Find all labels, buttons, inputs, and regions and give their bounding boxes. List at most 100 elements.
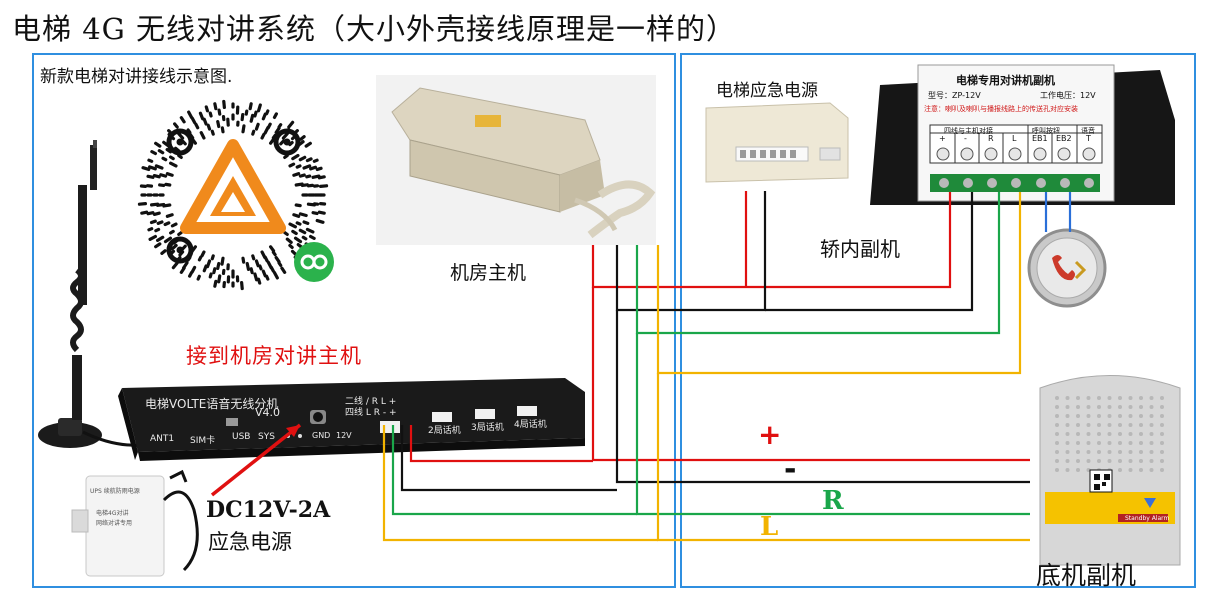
speaker-hole: [1076, 396, 1080, 400]
qr-module: [309, 234, 316, 240]
speaker-hole: [1160, 441, 1164, 445]
qr-module: [299, 135, 306, 141]
speaker-hole: [1055, 423, 1059, 427]
port-gnd: GND: [312, 431, 331, 440]
machine-room-handset: [376, 75, 656, 245]
qr-module: [295, 164, 302, 169]
qr-module: [205, 259, 212, 269]
qr-module: [240, 280, 244, 291]
qr-module: [305, 157, 313, 163]
ups-power-adapter: [71, 469, 199, 577]
qr-module: [167, 129, 173, 135]
qr-module: [170, 222, 178, 228]
qr-module: [165, 213, 174, 218]
speaker-hole: [1097, 405, 1101, 409]
speaker-hole: [1065, 450, 1070, 454]
speaker-hole: [1065, 414, 1070, 418]
qr-module: [277, 261, 283, 267]
speaker-hole: [1086, 459, 1091, 463]
speaker-hole: [1128, 432, 1133, 436]
qr-module: [263, 255, 269, 263]
speaker-hole: [1086, 405, 1091, 409]
qr-module: [281, 132, 289, 140]
qr-module: [147, 158, 154, 163]
car-unit-title: 电梯专用对讲机副机: [956, 74, 1055, 87]
speaker-hole: [1065, 423, 1070, 427]
port-ant1: ANT1: [150, 434, 175, 444]
speaker-hole: [1055, 432, 1059, 436]
speaker-hole: [1139, 396, 1143, 400]
speaker-hole: [1086, 396, 1091, 400]
qr-module: [199, 131, 206, 140]
speaker-hole: [1076, 405, 1080, 409]
qr-module: [317, 175, 326, 180]
speaker-hole: [1097, 423, 1101, 427]
speaker-hole: [1160, 405, 1164, 409]
speaker-hole: [1149, 414, 1154, 418]
qr-module: [298, 228, 307, 235]
qr-module: [304, 141, 312, 148]
car-intercom-unit: [870, 64, 1175, 205]
qr-module: [194, 122, 200, 130]
car-unit-header-voice: 语音: [1081, 127, 1095, 135]
wire-label-plus: +: [758, 418, 782, 451]
qr-module: [159, 173, 168, 178]
qr-module: [302, 164, 312, 170]
qr-module: [160, 249, 167, 255]
qr-module: [288, 243, 294, 249]
terminal-plus: +: [939, 134, 946, 143]
speaker-hole: [1055, 396, 1059, 400]
elevator-emergency-power-module: [705, 102, 849, 183]
speaker-hole: [1107, 414, 1112, 418]
qr-module: [294, 203, 302, 208]
qr-module: [146, 211, 155, 216]
speaker-hole: [1139, 459, 1143, 463]
qr-module: [279, 139, 286, 146]
terminal-eb2: EB2: [1056, 134, 1072, 143]
qr-module: [208, 272, 213, 279]
speaker-hole: [1055, 441, 1059, 445]
speaker-hole: [1128, 423, 1133, 427]
qr-module: [179, 116, 186, 124]
qr-module: [292, 213, 301, 218]
speaker-hole: [1118, 441, 1122, 445]
qr-module: [154, 227, 161, 233]
wire-label-r: R: [822, 486, 844, 516]
qr-module: [251, 254, 256, 261]
qr-module: [179, 266, 186, 274]
qr-module: [245, 261, 251, 272]
car-unit-label: 轿内副机: [820, 237, 900, 261]
qr-module: [170, 243, 178, 251]
qr-module: [154, 141, 162, 148]
qr-module: [169, 161, 178, 168]
speaker-hole: [1118, 414, 1122, 418]
speaker-hole: [1118, 459, 1122, 463]
speaker-hole: [1128, 405, 1133, 409]
brand-logo: [180, 139, 286, 234]
qr-module: [271, 250, 277, 257]
qr-module: [251, 129, 256, 136]
speaker-hole: [1118, 405, 1122, 409]
qr-module: [146, 174, 155, 179]
speaker-hole: [1139, 423, 1143, 427]
qr-module: [155, 235, 165, 242]
qr-module: [241, 124, 246, 134]
speaker-hole: [1139, 468, 1143, 472]
qr-module: [186, 128, 192, 135]
speaker-hole: [1076, 414, 1080, 418]
qr-module: [305, 227, 315, 234]
speaker-hole: [1160, 459, 1164, 463]
qr-module: [156, 220, 164, 225]
qr-module: [300, 183, 309, 188]
speaker-hole: [1097, 414, 1101, 418]
qr-module: [315, 166, 323, 172]
qr-module: [220, 126, 225, 134]
pit-unit-tag: Standby Alarm: [1125, 515, 1170, 522]
qr-module: [312, 158, 319, 163]
qr-module: [240, 112, 245, 122]
speaker-hole: [1118, 432, 1122, 436]
speaker-hole: [1139, 450, 1143, 454]
qr-module: [272, 112, 278, 119]
antenna-icon: [38, 140, 164, 448]
speaker-hole: [1149, 423, 1154, 427]
